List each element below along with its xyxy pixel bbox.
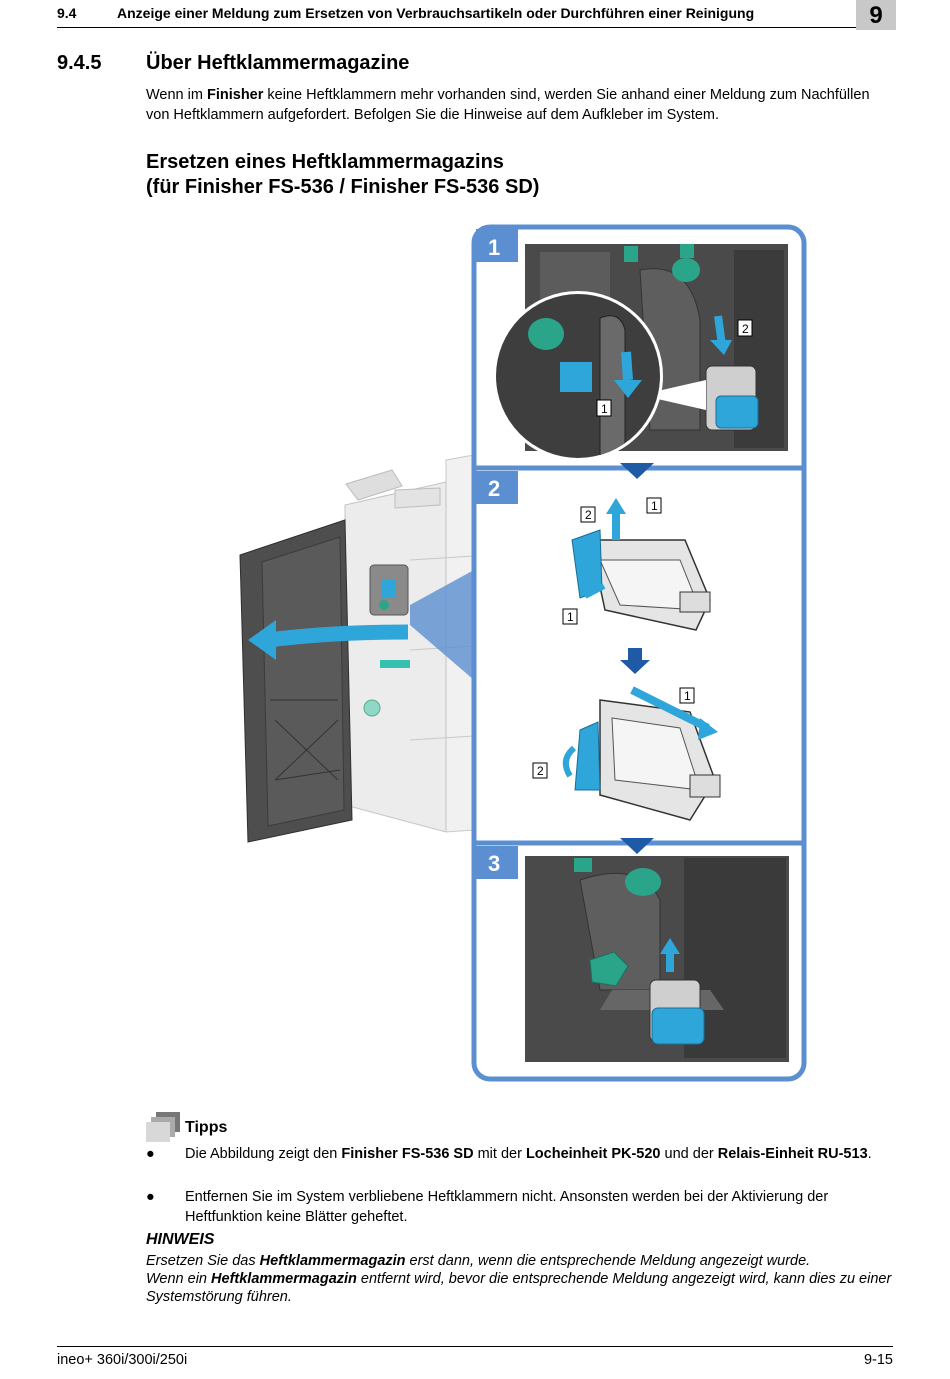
subsection-title-line1: Ersetzen eines Heftklammermagazins	[146, 151, 504, 173]
chapter-tab: 9	[856, 0, 896, 30]
machine-drawing	[239, 454, 475, 843]
intro-bold-term: Finisher	[206, 87, 264, 103]
step-2-badge: 2	[476, 471, 518, 504]
page-header: 9.4 Anzeige einer Meldung zum Ersetzen v…	[0, 0, 950, 32]
footer-page-number: 9-15	[863, 1352, 893, 1368]
svg-text:3: 3	[488, 851, 500, 876]
step-3-badge: 3	[476, 846, 518, 879]
svg-text:2: 2	[585, 508, 592, 522]
note-text: Ersetzen Sie das Heftklammermagazin erst…	[146, 1253, 892, 1305]
section-title: Über Heftklammermagazine	[146, 52, 410, 74]
step-2-scene: 1 2 1 1 2	[532, 497, 721, 821]
footer-model: ineo+ 360i/300i/250i	[57, 1352, 188, 1368]
svg-text:1: 1	[651, 499, 658, 513]
chapter-number: 9	[869, 2, 883, 29]
subsection-title-line2: (für Finisher FS-536 / Finisher FS-536 S…	[146, 176, 540, 198]
svg-text:2: 2	[488, 476, 500, 501]
svg-text:2: 2	[537, 764, 544, 778]
step-3-scene	[525, 856, 789, 1062]
svg-text:1: 1	[601, 402, 608, 416]
header-section-number: 9.4	[57, 5, 77, 21]
subsection-title: Ersetzen eines Heftklammermagazins (für …	[146, 150, 539, 200]
svg-text:1: 1	[488, 235, 500, 260]
bullet-marker: ●	[146, 1189, 155, 1205]
svg-text:1: 1	[684, 689, 691, 703]
footer-rule	[57, 1346, 893, 1347]
step-1-badge: 1	[476, 229, 518, 262]
bullet-marker: ●	[146, 1146, 155, 1162]
header-section-title: Anzeige einer Meldung zum Ersetzen von V…	[117, 5, 755, 21]
tips-label: Tipps	[185, 1119, 228, 1136]
tips-icon	[146, 1112, 180, 1142]
step-1-scene: 2 1	[493, 244, 788, 461]
intro-paragraph: Wenn im Finisher keine Heftklammern mehr…	[146, 87, 870, 123]
section-number: 9.4.5	[57, 52, 102, 74]
note-title: HINWEIS	[146, 1231, 215, 1248]
svg-text:1: 1	[567, 610, 574, 624]
header-rule	[57, 27, 857, 28]
svg-text:2: 2	[742, 322, 749, 336]
